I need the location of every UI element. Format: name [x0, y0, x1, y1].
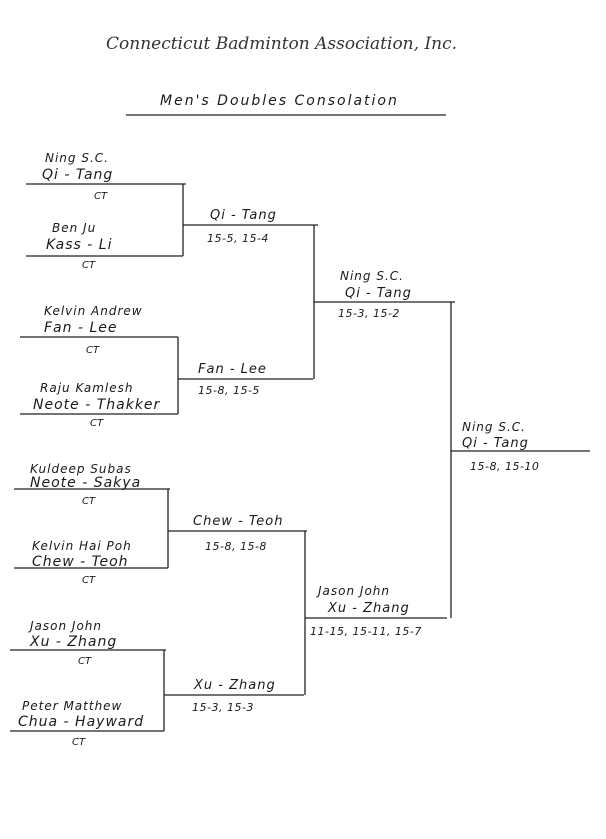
event-title: Men's Doubles Consolation: [160, 93, 399, 109]
r2-score: 15-8, 15-8: [205, 540, 267, 553]
r3-score: 11-15, 15-11, 15-7: [310, 625, 422, 638]
r1-region: CT: [82, 575, 96, 586]
r2-winner: Qi - Tang: [210, 208, 277, 223]
r1-region: CT: [86, 345, 100, 356]
association-title: Connecticut Badminton Association, Inc.: [106, 34, 458, 54]
r1-first-names: Ben Ju: [52, 221, 97, 235]
r1-first-names: Jason John: [30, 619, 102, 633]
r1-first-names: Kuldeep Subas: [30, 462, 132, 476]
r1-region: CT: [82, 496, 96, 507]
r2-score: 15-3, 15-3: [192, 701, 254, 714]
r3-first-names: Ning S.C.: [340, 269, 404, 283]
r2-winner: Chew - Teoh: [193, 514, 284, 529]
final-first-names: Ning S.C.: [462, 420, 526, 434]
r2-score: 15-5, 15-4: [207, 232, 269, 245]
r1-first-names: Peter Matthew: [22, 699, 123, 713]
r1-region: CT: [72, 737, 86, 748]
r2-score: 15-8, 15-5: [198, 384, 260, 397]
r1-first-names: Raju Kamlesh: [40, 381, 134, 395]
r2-winner: Xu - Zhang: [194, 678, 276, 693]
r1-region: CT: [82, 260, 96, 271]
r1-first-names: Ning S.C.: [45, 151, 109, 165]
r1-last-names: Chua - Hayward: [18, 714, 145, 730]
r1-region: CT: [78, 656, 92, 667]
r1-first-names: Kelvin Hai Poh: [32, 539, 132, 553]
final-score: 15-8, 15-10: [470, 460, 540, 473]
r1-last-names: Xu - Zhang: [30, 634, 118, 650]
r1-last-names: Neote - Sakya: [30, 475, 142, 491]
r3-first-names: Jason John: [318, 584, 390, 598]
r3-winner: Xu - Zhang: [328, 601, 410, 616]
final-winner: Qi - Tang: [462, 436, 529, 451]
r1-last-names: Chew - Teoh: [32, 554, 129, 570]
r1-last-names: Neote - Thakker: [33, 397, 161, 413]
r2-winner: Fan - Lee: [198, 362, 267, 377]
r1-region: CT: [94, 191, 108, 202]
r1-last-names: Kass - Li: [46, 237, 113, 253]
r1-first-names: Kelvin Andrew: [44, 304, 143, 318]
r3-score: 15-3, 15-2: [338, 307, 400, 320]
r1-last-names: Fan - Lee: [44, 320, 118, 336]
r1-last-names: Qi - Tang: [42, 167, 114, 183]
r3-winner: Qi - Tang: [345, 286, 412, 301]
r1-region: CT: [90, 418, 104, 429]
